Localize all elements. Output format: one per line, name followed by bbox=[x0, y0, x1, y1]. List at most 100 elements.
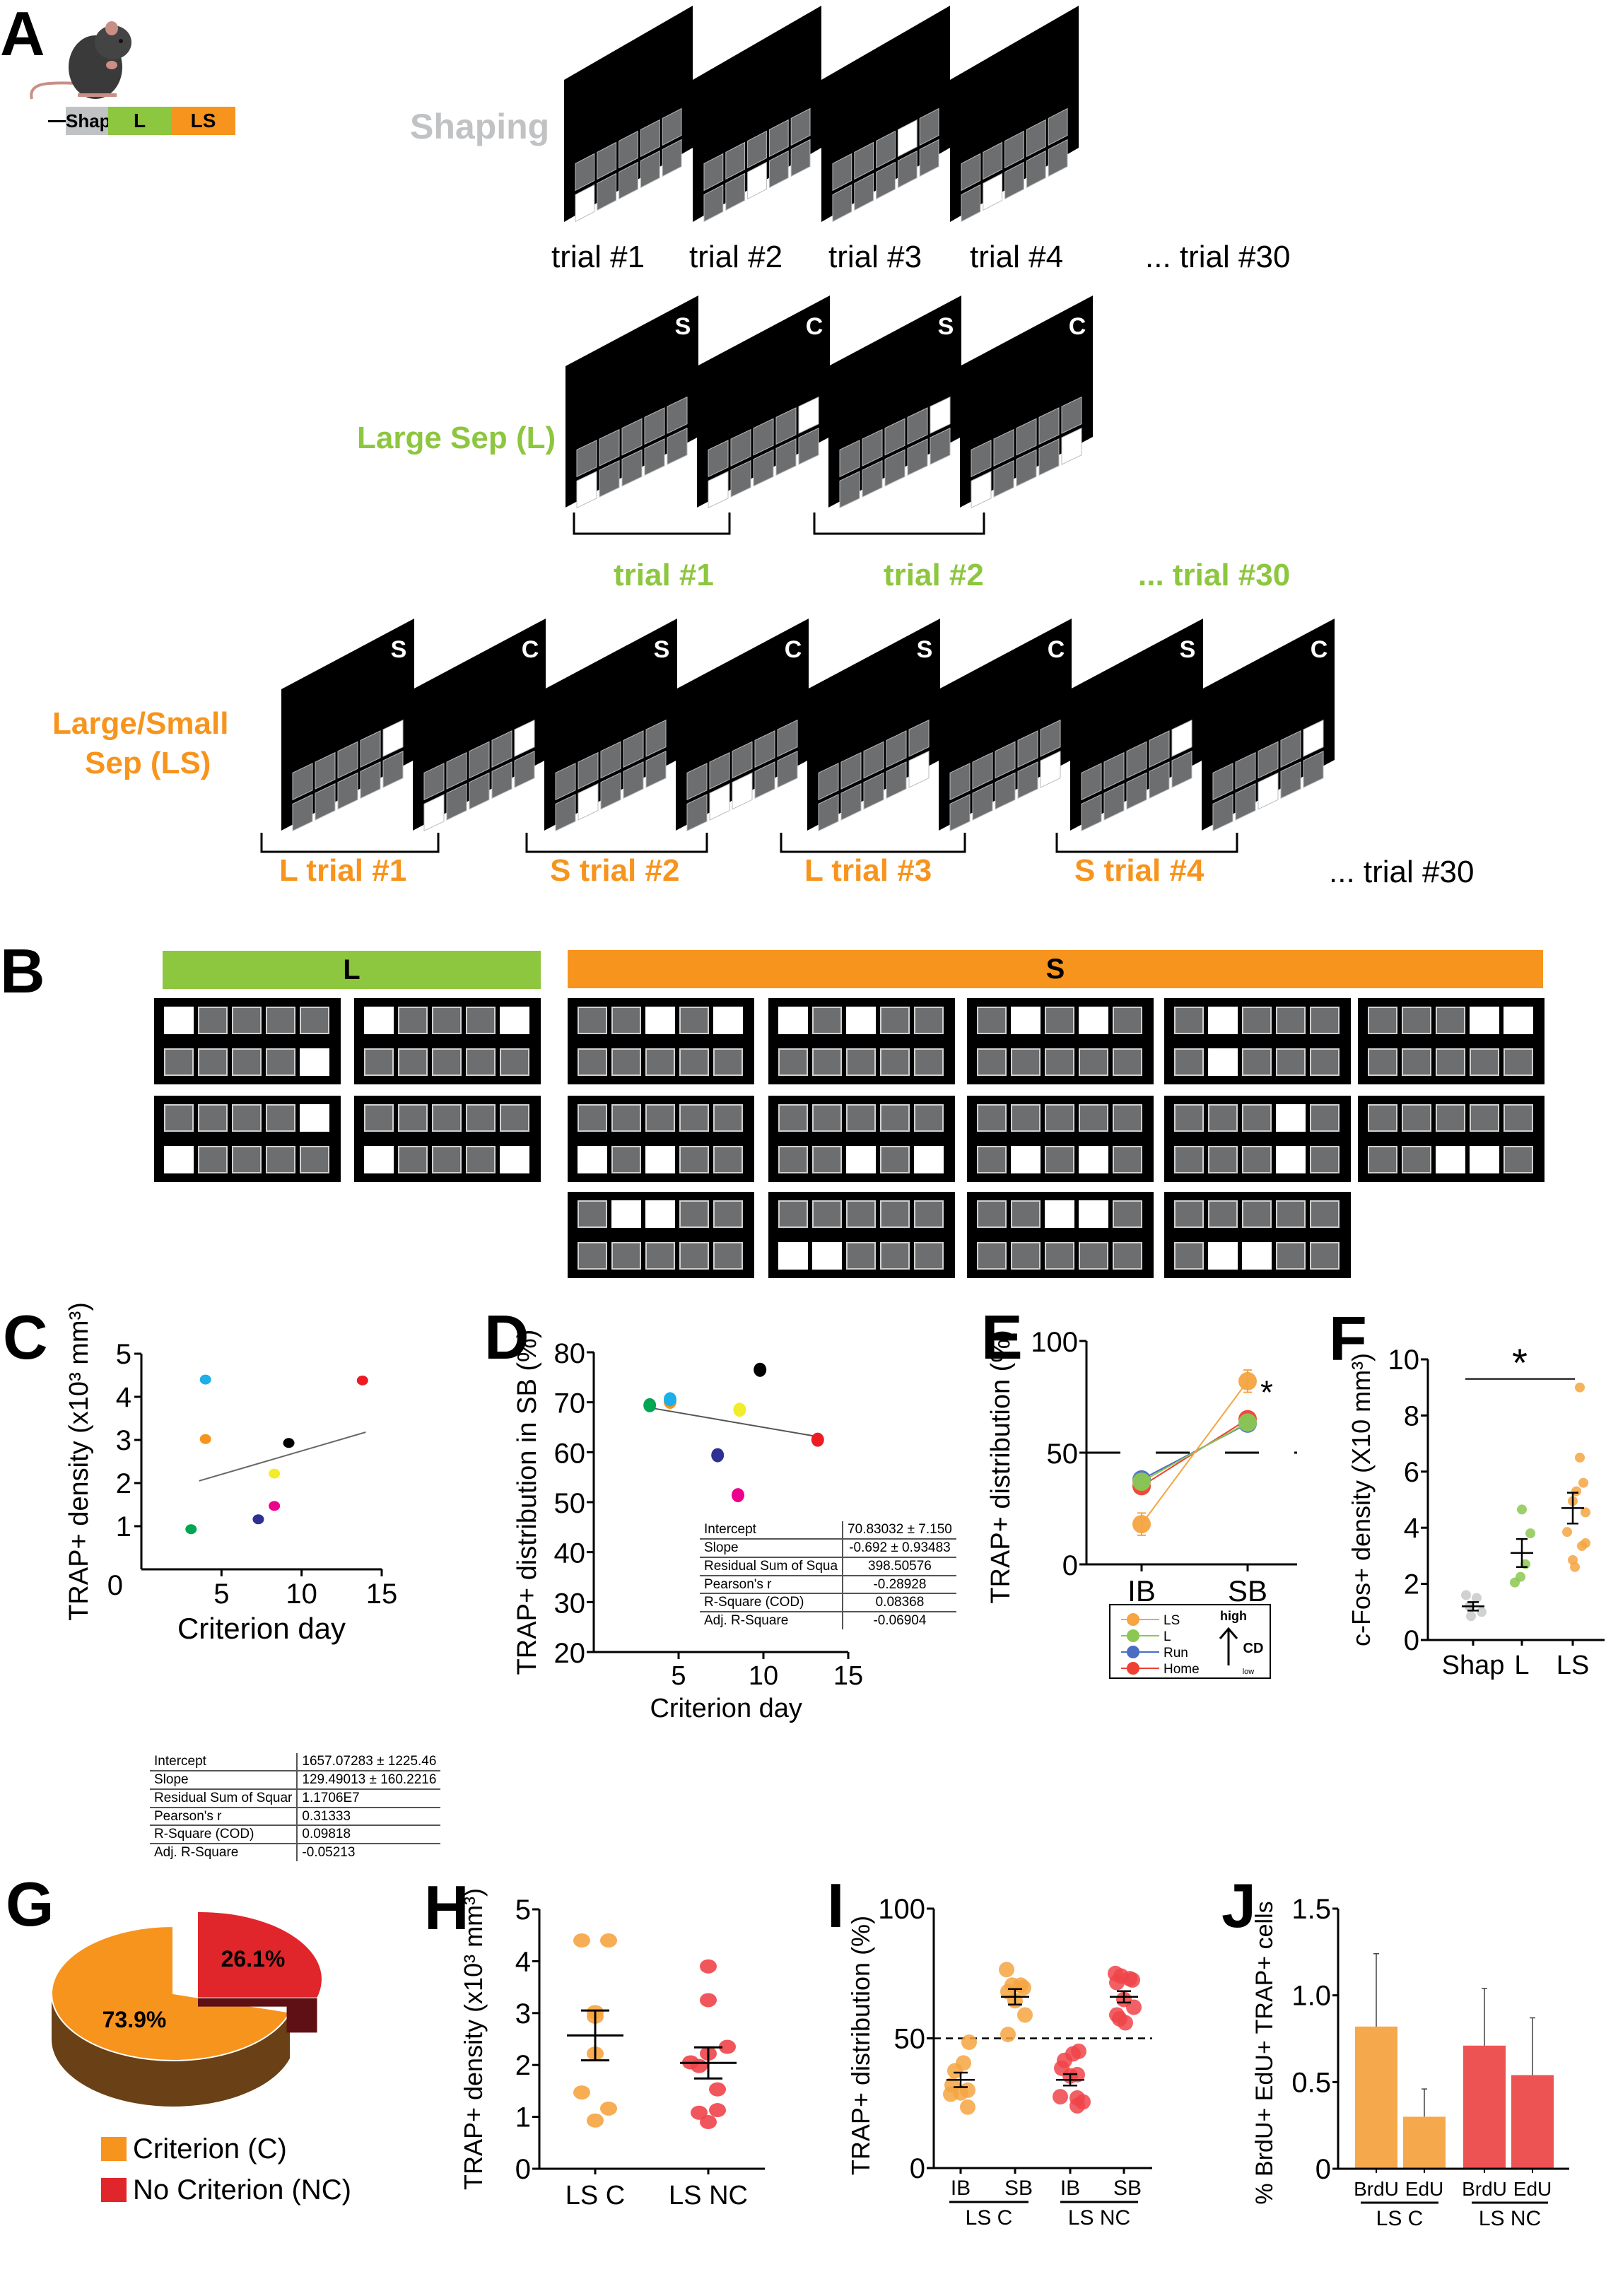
ls-bracket bbox=[1055, 833, 1238, 853]
dark-window bbox=[1061, 396, 1082, 434]
legend-cd: CD bbox=[1243, 1641, 1264, 1656]
dark-window bbox=[315, 783, 336, 821]
dark-window bbox=[1081, 763, 1102, 801]
b-dark-window bbox=[880, 1007, 910, 1034]
dark-window bbox=[908, 719, 930, 757]
fit-value: 1.1706E7 bbox=[296, 1788, 441, 1808]
lit-window bbox=[576, 471, 597, 509]
dark-window bbox=[993, 459, 1014, 498]
b-dark-window bbox=[846, 1242, 876, 1270]
timeline-shap-label: Shap bbox=[66, 110, 111, 131]
b-dark-window bbox=[1174, 1200, 1204, 1228]
y-tick-label: 50 bbox=[894, 2024, 926, 2055]
x-axis-label: Criterion day bbox=[177, 1612, 346, 1645]
dark-window bbox=[1303, 750, 1324, 788]
b-dark-window bbox=[645, 1048, 675, 1076]
b-dark-window bbox=[364, 1104, 394, 1132]
large_small_sep-screen: C bbox=[1202, 619, 1335, 832]
b-dark-window bbox=[1310, 1007, 1340, 1034]
b-dark-window bbox=[1368, 1007, 1397, 1034]
up-arrow-icon bbox=[1219, 1627, 1238, 1665]
dark-window bbox=[1004, 161, 1024, 200]
dark-window bbox=[876, 161, 896, 200]
mouse-icon bbox=[30, 21, 131, 100]
y-tick-label: 60 bbox=[554, 1438, 586, 1469]
dark-window bbox=[777, 719, 798, 757]
dark-window bbox=[768, 119, 789, 158]
dark-window bbox=[862, 459, 883, 498]
b-dark-window bbox=[1402, 1104, 1431, 1132]
large-small-sep-title-1: Large/Small bbox=[52, 706, 229, 741]
dark-window bbox=[1103, 751, 1125, 790]
data-point bbox=[269, 1501, 281, 1511]
b-dark-window bbox=[1368, 1104, 1397, 1132]
b-dark-window bbox=[679, 1146, 709, 1173]
dark-window bbox=[863, 741, 884, 779]
b-dark-window bbox=[398, 1104, 428, 1132]
b-lit-window bbox=[1079, 1200, 1108, 1228]
b-dark-window bbox=[1174, 1048, 1204, 1076]
y-tick-label: 50 bbox=[1047, 1439, 1079, 1470]
b-lit-window bbox=[1504, 1007, 1533, 1034]
y-axis-label: TRAP+ density (x10³ mm³) bbox=[64, 1302, 94, 1621]
b-lit-window bbox=[1436, 1146, 1465, 1173]
fit-row: Slope-0.692 ± 0.93483 bbox=[700, 1538, 956, 1558]
lit-window bbox=[971, 471, 992, 509]
timeline-dash bbox=[48, 120, 66, 122]
fit-value: -0.692 ± 0.93483 bbox=[842, 1538, 956, 1558]
y-tick-label: 2 bbox=[116, 1468, 131, 1499]
series-point-L bbox=[1238, 1413, 1257, 1432]
bar bbox=[1355, 2026, 1397, 2169]
dark-window bbox=[798, 427, 819, 465]
data-point bbox=[709, 2082, 726, 2097]
b-dark-window bbox=[914, 1200, 944, 1228]
dark-window bbox=[469, 741, 490, 779]
data-point bbox=[691, 2058, 708, 2073]
shaping-title: Shaping bbox=[410, 107, 550, 146]
lit-window bbox=[747, 161, 767, 200]
dark-window bbox=[600, 741, 621, 779]
shaping-trial-3: trial #3 bbox=[828, 240, 922, 274]
y-tick-label: 0 bbox=[1315, 2154, 1331, 2185]
b-dark-window bbox=[1436, 1104, 1465, 1132]
x-tick-label: IB bbox=[951, 2177, 971, 2200]
large_small_sep-screen: S bbox=[1070, 619, 1203, 832]
y-tick-label: 0 bbox=[1062, 1550, 1078, 1581]
fit-value: 1657.07283 ± 1225.46 bbox=[296, 1753, 441, 1771]
b-lit-window bbox=[578, 1146, 607, 1173]
b-grid bbox=[354, 998, 541, 1084]
screen-tag-C: C bbox=[806, 313, 823, 340]
y-tick-label: 2 bbox=[515, 2050, 531, 2081]
b-lit-window bbox=[1276, 1146, 1306, 1173]
data-point bbox=[1466, 1611, 1476, 1622]
fit-line bbox=[650, 1407, 821, 1439]
b-dark-window bbox=[1011, 1048, 1041, 1076]
dark-window bbox=[555, 763, 576, 801]
dark-window bbox=[1004, 130, 1024, 169]
dark-window bbox=[775, 438, 797, 476]
b-lit-window bbox=[1208, 1242, 1238, 1270]
x-tick-label: IB bbox=[1127, 1574, 1156, 1607]
fit-value: 0.09818 bbox=[296, 1825, 441, 1845]
b-lit-window bbox=[300, 1048, 329, 1076]
shaping-screen bbox=[950, 6, 1079, 223]
legend-swatch bbox=[101, 2178, 127, 2202]
y-tick-label: 80 bbox=[554, 1338, 586, 1369]
b-dark-window bbox=[1011, 1104, 1041, 1132]
data-point bbox=[700, 1959, 717, 1974]
dark-window bbox=[1038, 438, 1060, 476]
b-dark-window bbox=[1310, 1146, 1340, 1173]
dark-window bbox=[775, 407, 797, 445]
data-point bbox=[960, 2099, 975, 2115]
data-point bbox=[1578, 1477, 1588, 1488]
dark-window bbox=[469, 772, 490, 810]
fit-key: Slope bbox=[150, 1770, 298, 1790]
fit-value: -0.28928 bbox=[842, 1575, 956, 1595]
large_small_sep-screen-panel bbox=[1202, 619, 1335, 831]
mean-sem-bar bbox=[946, 2071, 975, 2088]
b-dark-window bbox=[1174, 1007, 1204, 1034]
dark-window bbox=[623, 730, 644, 768]
b-dark-window bbox=[977, 1007, 1007, 1034]
